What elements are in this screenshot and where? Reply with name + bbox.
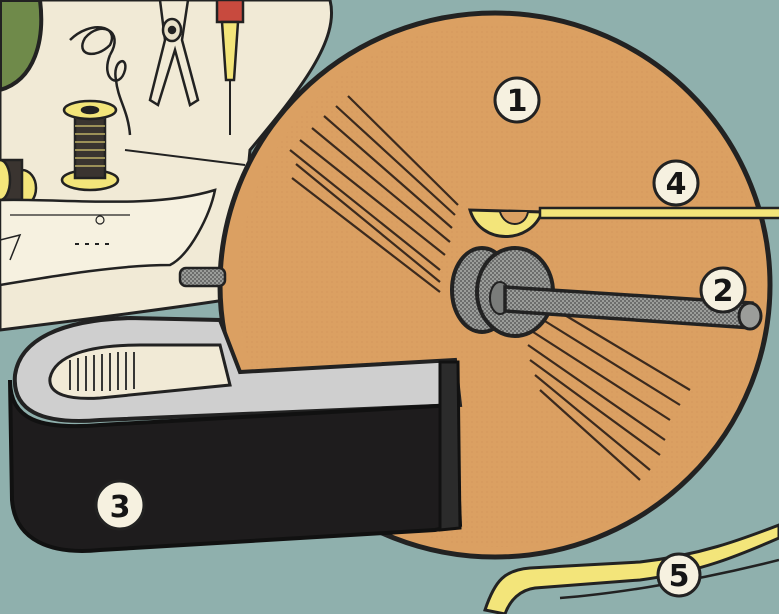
callout-disk-label: 1 [507, 84, 528, 119]
rear-axle-stub [180, 268, 225, 286]
brush-lead-wire [540, 208, 779, 218]
callout-magnet: 3 [96, 481, 144, 529]
callout-wire-lead: 5 [658, 554, 700, 596]
callout-magnet-label: 3 [110, 490, 131, 525]
callout-wire-lead-label: 5 [669, 559, 690, 594]
callout-axle: 2 [701, 268, 745, 312]
callout-contact-brush-label: 4 [666, 167, 687, 202]
callout-contact-brush: 4 [654, 161, 698, 205]
callout-axle-label: 2 [713, 274, 734, 309]
callout-disk: 1 [495, 78, 539, 122]
